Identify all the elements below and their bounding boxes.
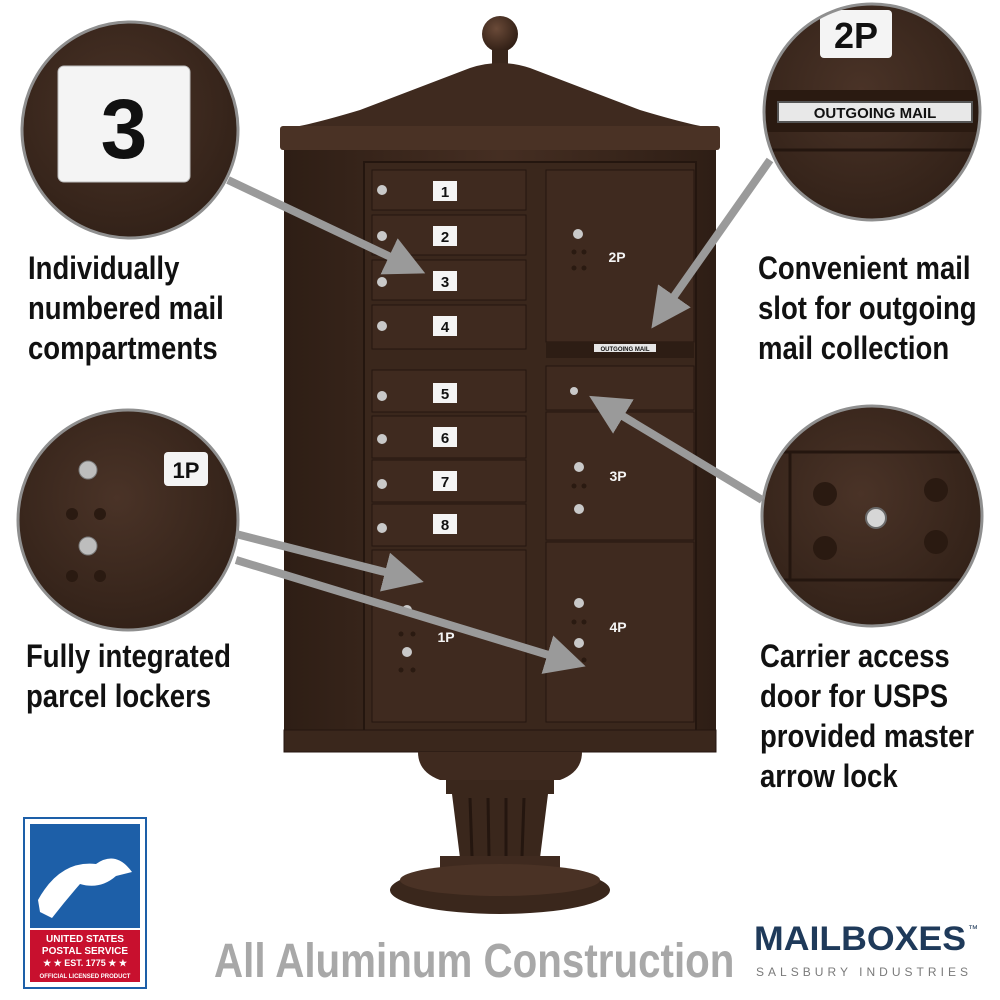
carrier-access-door[interactable] bbox=[545, 365, 695, 411]
lock-icon bbox=[574, 462, 584, 472]
parcel-label: 2P bbox=[608, 249, 625, 265]
outgoing-mail-slot[interactable]: OUTGOING MAIL bbox=[546, 342, 694, 358]
arrow-lock-icon bbox=[865, 507, 887, 529]
svg-text:UNITED STATES: UNITED STATES bbox=[46, 934, 124, 945]
brand-subtitle: SALSBURY INDUSTRIES bbox=[756, 965, 968, 979]
arrow-to-carrier-door bbox=[589, 395, 765, 504]
feature-line: Carrier access bbox=[760, 638, 950, 674]
lock-icon bbox=[573, 229, 583, 239]
compartment-number: 1 bbox=[441, 184, 449, 201]
decorative-pedestal bbox=[390, 752, 610, 914]
decorative-roof bbox=[288, 63, 712, 142]
compartment-door-2[interactable]: 2 bbox=[371, 214, 527, 256]
lock-icon bbox=[574, 598, 584, 608]
zoom-carrier-lock bbox=[760, 404, 984, 628]
callout-arrows bbox=[226, 157, 774, 674]
zoom-numbered-compartment: 3 bbox=[20, 20, 240, 240]
lock-icon bbox=[78, 536, 98, 556]
zoom-number-label: 3 bbox=[101, 82, 148, 176]
lock-icon bbox=[574, 504, 584, 514]
compartment-door-7[interactable]: 7 bbox=[371, 459, 527, 503]
compartment-number: 6 bbox=[441, 430, 449, 447]
cbu-mailbox-unit: 1 2 3 4 bbox=[280, 16, 720, 914]
parcel-locker-2p[interactable]: 2P bbox=[545, 169, 695, 343]
eagle-icon bbox=[38, 858, 132, 918]
finial-ball bbox=[482, 16, 518, 52]
feature-line: parcel lockers bbox=[26, 678, 212, 714]
brand-name: MAILBOXES bbox=[754, 920, 966, 958]
compartment-number: 4 bbox=[441, 319, 450, 336]
mailboxes-brand-logo: MAILBOXES ™ SALSBURY INDUSTRIES bbox=[754, 920, 978, 979]
lock-icon bbox=[377, 391, 387, 401]
zoom-parcel-label: 2P bbox=[834, 15, 878, 56]
feature-line: Convenient mail bbox=[758, 250, 971, 286]
compartment-door-8[interactable]: 8 bbox=[371, 503, 527, 547]
construction-tagline: All Aluminum Construction bbox=[214, 935, 735, 988]
compartment-door-1[interactable]: 1 bbox=[371, 169, 527, 211]
lock-icon bbox=[377, 231, 387, 241]
compartment-door-6[interactable]: 6 bbox=[371, 415, 527, 459]
compartment-door-4[interactable]: 4 bbox=[371, 304, 527, 350]
compartment-number: 7 bbox=[441, 474, 449, 491]
arrow-to-parcel-4p bbox=[234, 556, 586, 674]
arrow-to-outgoing-slot bbox=[651, 157, 774, 329]
usps-licensed-logo: UNITED STATES POSTAL SERVICE ★ ★ EST. 17… bbox=[23, 817, 147, 989]
outgoing-slot-label: OUTGOING MAIL bbox=[601, 347, 650, 353]
compartment-door-3[interactable]: 3 bbox=[371, 259, 527, 301]
feature-line: door for USPS bbox=[760, 678, 949, 714]
lock-icon bbox=[377, 434, 387, 444]
feature-line: Fully integrated bbox=[26, 638, 231, 674]
lock-icon bbox=[78, 460, 98, 480]
zoom-parcel-label-1p: 1P bbox=[173, 458, 200, 483]
compartment-number: 8 bbox=[441, 517, 449, 534]
compartment-number: 3 bbox=[441, 274, 449, 291]
compartment-door-5[interactable]: 5 bbox=[371, 369, 527, 413]
parcel-label: 4P bbox=[609, 619, 626, 635]
parcel-locker-3p[interactable]: 3P bbox=[545, 411, 695, 541]
zoom-outgoing-label: OUTGOING MAIL bbox=[814, 105, 937, 122]
svg-text:★ ★ EST. 1775 ★ ★: ★ ★ EST. 1775 ★ ★ bbox=[43, 958, 128, 968]
arrow-to-compartment bbox=[226, 176, 426, 275]
arrow-lock-icon bbox=[570, 387, 578, 395]
zoom-parcel-locker: 1P bbox=[16, 408, 240, 632]
arrow-to-parcel-1p bbox=[235, 530, 424, 592]
feature-line: compartments bbox=[28, 330, 218, 366]
roof-cap bbox=[280, 126, 720, 150]
lock-icon bbox=[377, 185, 387, 195]
compartment-number: 5 bbox=[441, 386, 449, 403]
lock-icon bbox=[377, 277, 387, 287]
compartment-number: 2 bbox=[441, 229, 449, 246]
parcel-label: 1P bbox=[437, 629, 454, 645]
feature-line: slot for outgoing bbox=[758, 290, 977, 326]
lock-icon bbox=[377, 321, 387, 331]
lock-icon bbox=[402, 647, 412, 657]
zoom-outgoing-slot: 2P OUTGOING MAIL bbox=[762, 2, 982, 222]
feature-outgoing-mail-slot: Convenient mail slot for outgoing mail c… bbox=[758, 248, 977, 368]
feature-numbered-compartments: Individually numbered mail compartments bbox=[28, 248, 224, 368]
compartment-doors: 1 2 3 4 bbox=[371, 169, 527, 547]
feature-line: provided master bbox=[760, 718, 975, 754]
svg-text:OFFICIAL LICENSED PRODUCT: OFFICIAL LICENSED PRODUCT bbox=[40, 974, 131, 980]
parcel-locker-4p[interactable]: 4P bbox=[545, 541, 695, 723]
feature-line: mail collection bbox=[758, 330, 950, 366]
feature-line: numbered mail bbox=[28, 290, 224, 326]
parcel-label: 3P bbox=[609, 468, 626, 484]
feature-line: arrow lock bbox=[760, 758, 898, 794]
lock-icon bbox=[574, 638, 584, 648]
feature-carrier-access-door: Carrier access door for USPS provided ma… bbox=[760, 636, 974, 796]
feature-line: Individually bbox=[28, 250, 180, 286]
lock-icon bbox=[377, 523, 387, 533]
svg-text:POSTAL SERVICE: POSTAL SERVICE bbox=[42, 946, 128, 957]
trademark: ™ bbox=[968, 924, 978, 935]
lock-icon bbox=[377, 479, 387, 489]
feature-parcel-lockers: Fully integrated parcel lockers bbox=[26, 636, 231, 716]
